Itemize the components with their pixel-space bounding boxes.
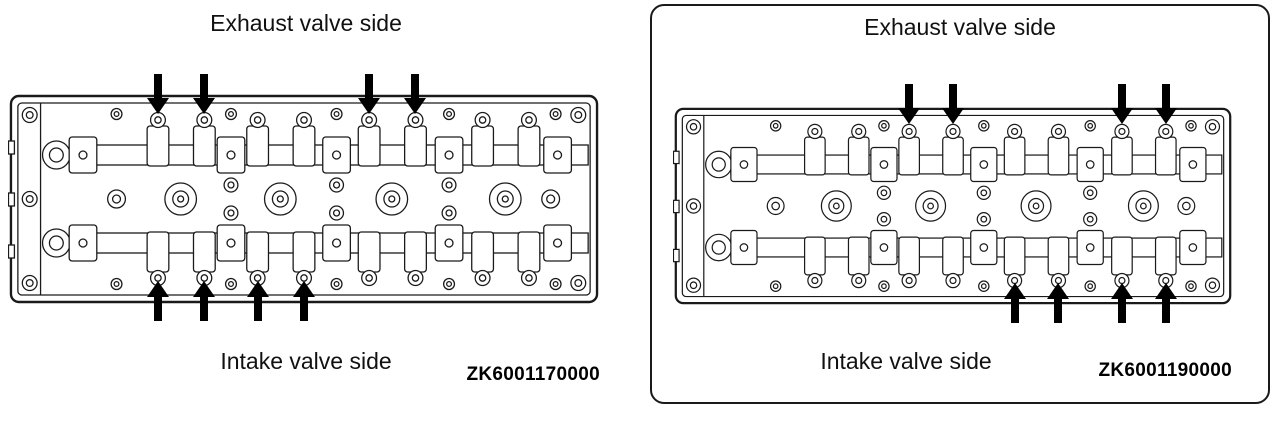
exhaust-side-label: Exhaust valve side	[864, 14, 1056, 40]
cylinder-head-diagram	[673, 107, 1232, 305]
down-arrow	[941, 84, 964, 124]
down-arrow	[404, 74, 427, 114]
up-arrow	[1003, 283, 1026, 323]
up-arrow	[1047, 283, 1070, 323]
down-arrow	[1154, 84, 1177, 124]
up-arrow	[293, 281, 315, 321]
up-arrow	[146, 281, 169, 321]
intake-side-label: Intake valve side	[820, 348, 992, 374]
down-arrow	[898, 84, 921, 124]
up-arrow	[246, 281, 269, 321]
valve-clearance-figure-right: Exhaust valve side Intake valve side ZK6…	[650, 4, 1270, 404]
figure-code: ZK6001170000	[466, 364, 600, 385]
cylinder-head-diagram	[8, 94, 599, 304]
figure-code: ZK6001190000	[1098, 360, 1232, 381]
up-arrow	[1154, 283, 1177, 323]
valve-clearance-figure-left: Exhaust valve side Intake valve side ZK6…	[0, 0, 612, 429]
up-arrow	[193, 281, 216, 321]
down-arrow	[1110, 84, 1133, 124]
up-arrow	[1110, 283, 1133, 323]
intake-side-label: Intake valve side	[220, 348, 392, 374]
intake-arrow-row	[652, 283, 1268, 325]
down-arrow	[358, 74, 381, 114]
exhaust-arrow-row	[652, 84, 1268, 126]
exhaust-side-label: Exhaust valve side	[210, 10, 402, 36]
down-arrow	[146, 74, 169, 114]
down-arrow	[193, 74, 216, 114]
exhaust-arrow-row	[0, 74, 612, 116]
intake-arrow-row	[0, 281, 612, 323]
